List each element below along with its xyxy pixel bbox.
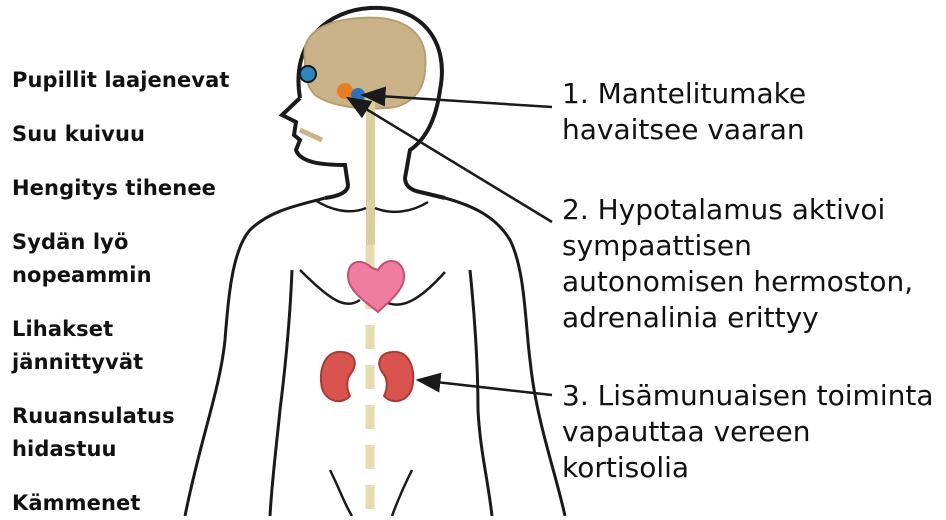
effect-digestion: Ruuansulatus hidastuu	[12, 400, 175, 466]
inner-arm-left	[270, 270, 292, 516]
effect-palms: Kämmenet	[12, 487, 140, 520]
kidney-right	[379, 352, 413, 401]
effect-heart-rate: Sydän lyö nopeammin	[12, 226, 152, 292]
mouth	[300, 130, 322, 140]
arrow-step2	[348, 98, 552, 222]
effect-muscles: Lihakset jännittyvät	[12, 313, 143, 379]
step-3: 3. Lisämunuaisen toiminta vapauttaa vere…	[562, 378, 933, 486]
eye	[300, 66, 316, 82]
effect-dry-mouth: Suu kuivuu	[12, 118, 145, 151]
step-2: 2. Hypotalamus aktivoi sympaattisen auto…	[562, 192, 913, 336]
amygdala	[337, 83, 353, 99]
torso-right	[445, 198, 565, 516]
kidney-left	[321, 352, 355, 401]
face-outline	[282, 98, 348, 198]
effect-breathing: Hengitys tihenee	[12, 172, 216, 205]
spinal-cord	[366, 95, 375, 245]
inner-arm-right	[470, 270, 492, 516]
torso-left	[185, 198, 325, 516]
effect-pupils: Pupillit laajenevat	[12, 64, 230, 97]
step-1: 1. Mantelitumake havaitsee vaaran	[562, 76, 806, 148]
